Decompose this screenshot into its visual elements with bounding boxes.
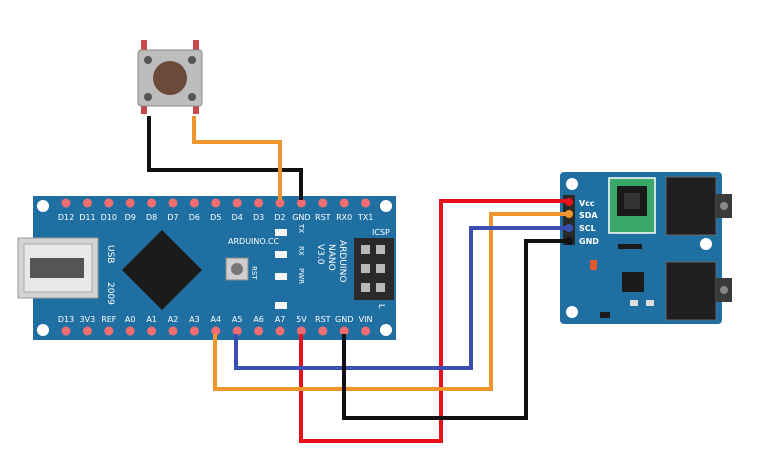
bottom-pin-pad xyxy=(275,326,285,336)
top-pin-pad xyxy=(61,198,71,208)
top-pin-pad xyxy=(168,198,178,208)
led-label-pwr: PWR xyxy=(297,268,305,284)
bottom-pin-label: A1 xyxy=(146,315,157,324)
wire-a4-to-sda xyxy=(213,212,566,391)
top-pin-label: D6 xyxy=(189,213,200,222)
module-pin-label-vcc: Vcc xyxy=(579,199,595,208)
top-pin-pad xyxy=(125,198,135,208)
bottom-pin-pad xyxy=(254,326,264,336)
top-pin-pad xyxy=(211,198,221,208)
top-pin-pad xyxy=(296,198,306,208)
bottom-pin-label: A0 xyxy=(125,315,136,324)
wire-gnd-to-gnd xyxy=(342,239,566,420)
top-pin-pad xyxy=(82,198,92,208)
bottom-pin-pad xyxy=(361,326,371,336)
bottom-pin-label: A7 xyxy=(275,315,286,324)
top-pin-label: D11 xyxy=(79,213,95,222)
bottom-pin-label: 3V3 xyxy=(80,315,96,324)
module-pin-label-sda: SDA xyxy=(579,211,598,220)
top-pin-pad xyxy=(147,198,157,208)
audio-jack-bottom xyxy=(665,261,732,321)
module-pin-label-gnd: GND xyxy=(579,237,599,246)
bottom-pin-pad xyxy=(232,326,242,336)
top-pin-pad xyxy=(254,198,264,208)
arduino-nano-board: USB 2009 RST ARDUINO.CC TX RX PWR L ARDU… xyxy=(17,196,396,340)
bottom-pin-label: RST xyxy=(315,315,331,324)
wire-button-to-d2 xyxy=(192,116,282,200)
top-pin-pad xyxy=(275,198,285,208)
bottom-pin-label: A3 xyxy=(189,315,200,324)
bottom-pin-pad xyxy=(296,326,306,336)
button-cap xyxy=(153,61,187,95)
bottom-pin-pad xyxy=(189,326,199,336)
board-name-line-2: NANO xyxy=(326,244,336,271)
led-label-rx: RX xyxy=(297,246,305,256)
top-pin-label: D8 xyxy=(146,213,157,222)
microcontroller-chip xyxy=(122,230,202,310)
led-label-tx: TX xyxy=(297,223,305,233)
usb-label: USB xyxy=(105,245,115,263)
bottom-pin-label: A4 xyxy=(211,315,222,324)
top-pin-label: TX1 xyxy=(357,213,373,222)
top-pin-label: D7 xyxy=(167,213,178,222)
bottom-pin-pad xyxy=(168,326,178,336)
top-pin-pad xyxy=(232,198,242,208)
push-button xyxy=(137,40,203,114)
led-label-l: L xyxy=(377,304,386,309)
bottom-pin-label: REF xyxy=(101,315,117,324)
wire-a5-to-scl xyxy=(234,226,566,370)
icsp-label: ICSP xyxy=(372,228,390,237)
bottom-pin-header: D13 3V3 REF A0 A1 A2 A3 A4 A5 A6 A7 5V RST GND VIN xyxy=(58,315,373,336)
top-pin-label: D2 xyxy=(274,213,285,222)
audio-module-board: Vcc SDA SCL GND xyxy=(560,172,732,324)
top-pin-label: RX0 xyxy=(336,213,352,222)
bottom-pin-label: GND xyxy=(335,315,353,324)
bottom-pin-label: A6 xyxy=(253,315,264,324)
bottom-pin-pad xyxy=(82,326,92,336)
top-pin-pad xyxy=(339,198,349,208)
bottom-pin-pad xyxy=(61,326,71,336)
wire-5v-to-vcc xyxy=(299,199,566,443)
bottom-pin-pad xyxy=(211,326,221,336)
wire-button-to-gnd xyxy=(147,116,303,200)
top-pin-label: D10 xyxy=(101,213,117,222)
top-pin-pad xyxy=(318,198,328,208)
bottom-pin-label: D13 xyxy=(58,315,74,324)
module-pin-label-scl: SCL xyxy=(579,224,596,233)
top-pin-pad xyxy=(189,198,199,208)
top-pin-pad xyxy=(361,198,371,208)
rst-label: RST xyxy=(250,266,258,280)
top-pin-label: D12 xyxy=(58,213,74,222)
top-pin-label: GND xyxy=(292,213,310,222)
board-name-line-3: V3.0 xyxy=(315,244,325,265)
year-label: 2009 xyxy=(105,282,115,305)
bottom-pin-label: 5V xyxy=(296,315,307,324)
bottom-pin-label: VIN xyxy=(359,315,373,324)
bottom-pin-pad xyxy=(147,326,157,336)
top-pin-label: RST xyxy=(315,213,331,222)
bottom-pin-pad xyxy=(125,326,135,336)
bottom-pin-pad xyxy=(318,326,328,336)
small-ic xyxy=(622,272,644,292)
audio-jack-top xyxy=(665,176,732,236)
bottom-pin-pad xyxy=(339,326,349,336)
usb-connector xyxy=(17,237,99,299)
top-pin-label: D9 xyxy=(125,213,136,222)
wires xyxy=(147,116,566,443)
top-pin-header: D12 D11 D10 D9 D8 D7 D6 D5 D4 D3 D2 GND RST RX0 TX1 xyxy=(58,198,373,222)
arduino-cc-label: ARDUINO.CC xyxy=(228,237,279,246)
board-name-line-1: ARDUINO xyxy=(337,240,347,282)
top-pin-label: D4 xyxy=(232,213,243,222)
top-pin-pad xyxy=(104,198,114,208)
bottom-pin-label: A2 xyxy=(168,315,179,324)
top-pin-label: D5 xyxy=(210,213,221,222)
bottom-pin-pad xyxy=(104,326,114,336)
icsp-header xyxy=(354,238,394,300)
bottom-pin-label: A5 xyxy=(232,315,243,324)
status-leds: TX RX PWR L xyxy=(275,223,386,309)
top-pin-label: D3 xyxy=(253,213,264,222)
